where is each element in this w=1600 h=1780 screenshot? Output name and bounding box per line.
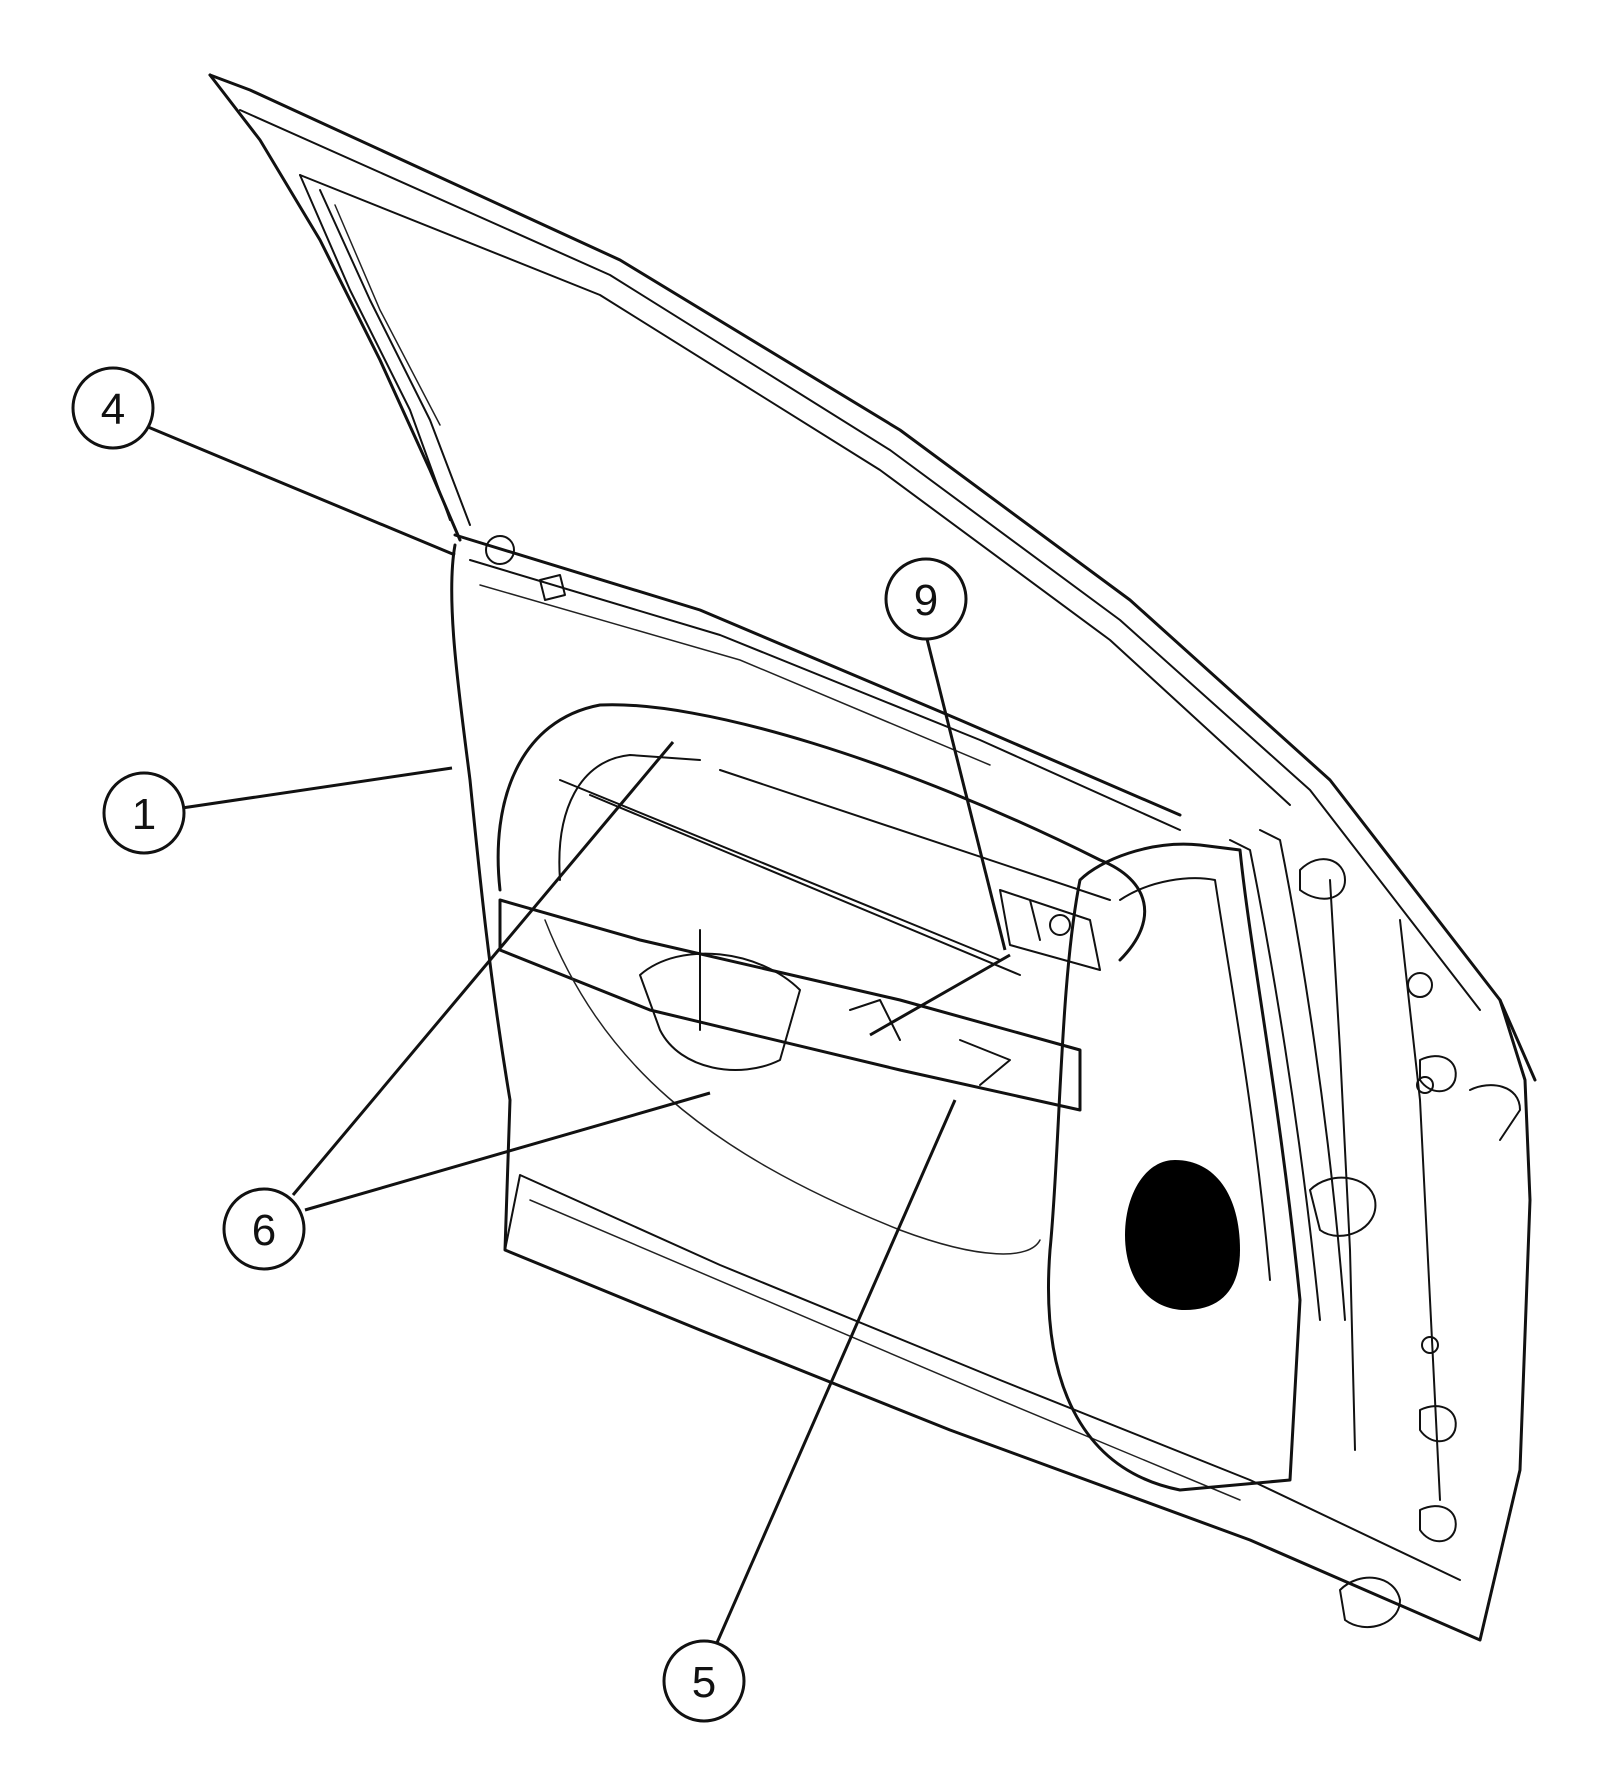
leader-lines xyxy=(147,425,1011,1646)
leader-9 xyxy=(924,634,1007,951)
upper-trim-fastener xyxy=(485,535,566,601)
callout-9-label: 9 xyxy=(914,576,938,625)
callout-1: 1 xyxy=(102,771,186,855)
callout-5: 5 xyxy=(662,1639,746,1723)
leader-5b xyxy=(869,953,1011,1037)
leader-1 xyxy=(181,766,453,810)
armrest-and-handle xyxy=(496,703,1147,1255)
speaker-grille xyxy=(1125,1160,1240,1310)
switch-bezel xyxy=(999,889,1101,971)
leader-5 xyxy=(714,1099,957,1646)
callout-6-label: 6 xyxy=(252,1206,276,1255)
callout-1-label: 1 xyxy=(132,790,156,839)
callout-6: 6 xyxy=(222,1187,306,1271)
leader-4 xyxy=(147,425,456,557)
door-trim-panel xyxy=(450,543,1532,1642)
leader-6b xyxy=(304,1091,711,1212)
callout-5-label: 5 xyxy=(692,1658,716,1707)
speaker-pod xyxy=(1047,829,1346,1492)
callout-4-label: 4 xyxy=(101,385,125,434)
door-window-frame xyxy=(208,73,1537,1082)
door-inner-hardware xyxy=(1299,858,1521,1629)
callout-9: 9 xyxy=(884,557,968,641)
leader-6a xyxy=(291,741,675,1196)
callout-4: 4 xyxy=(71,366,155,450)
belt-line xyxy=(453,533,1182,831)
